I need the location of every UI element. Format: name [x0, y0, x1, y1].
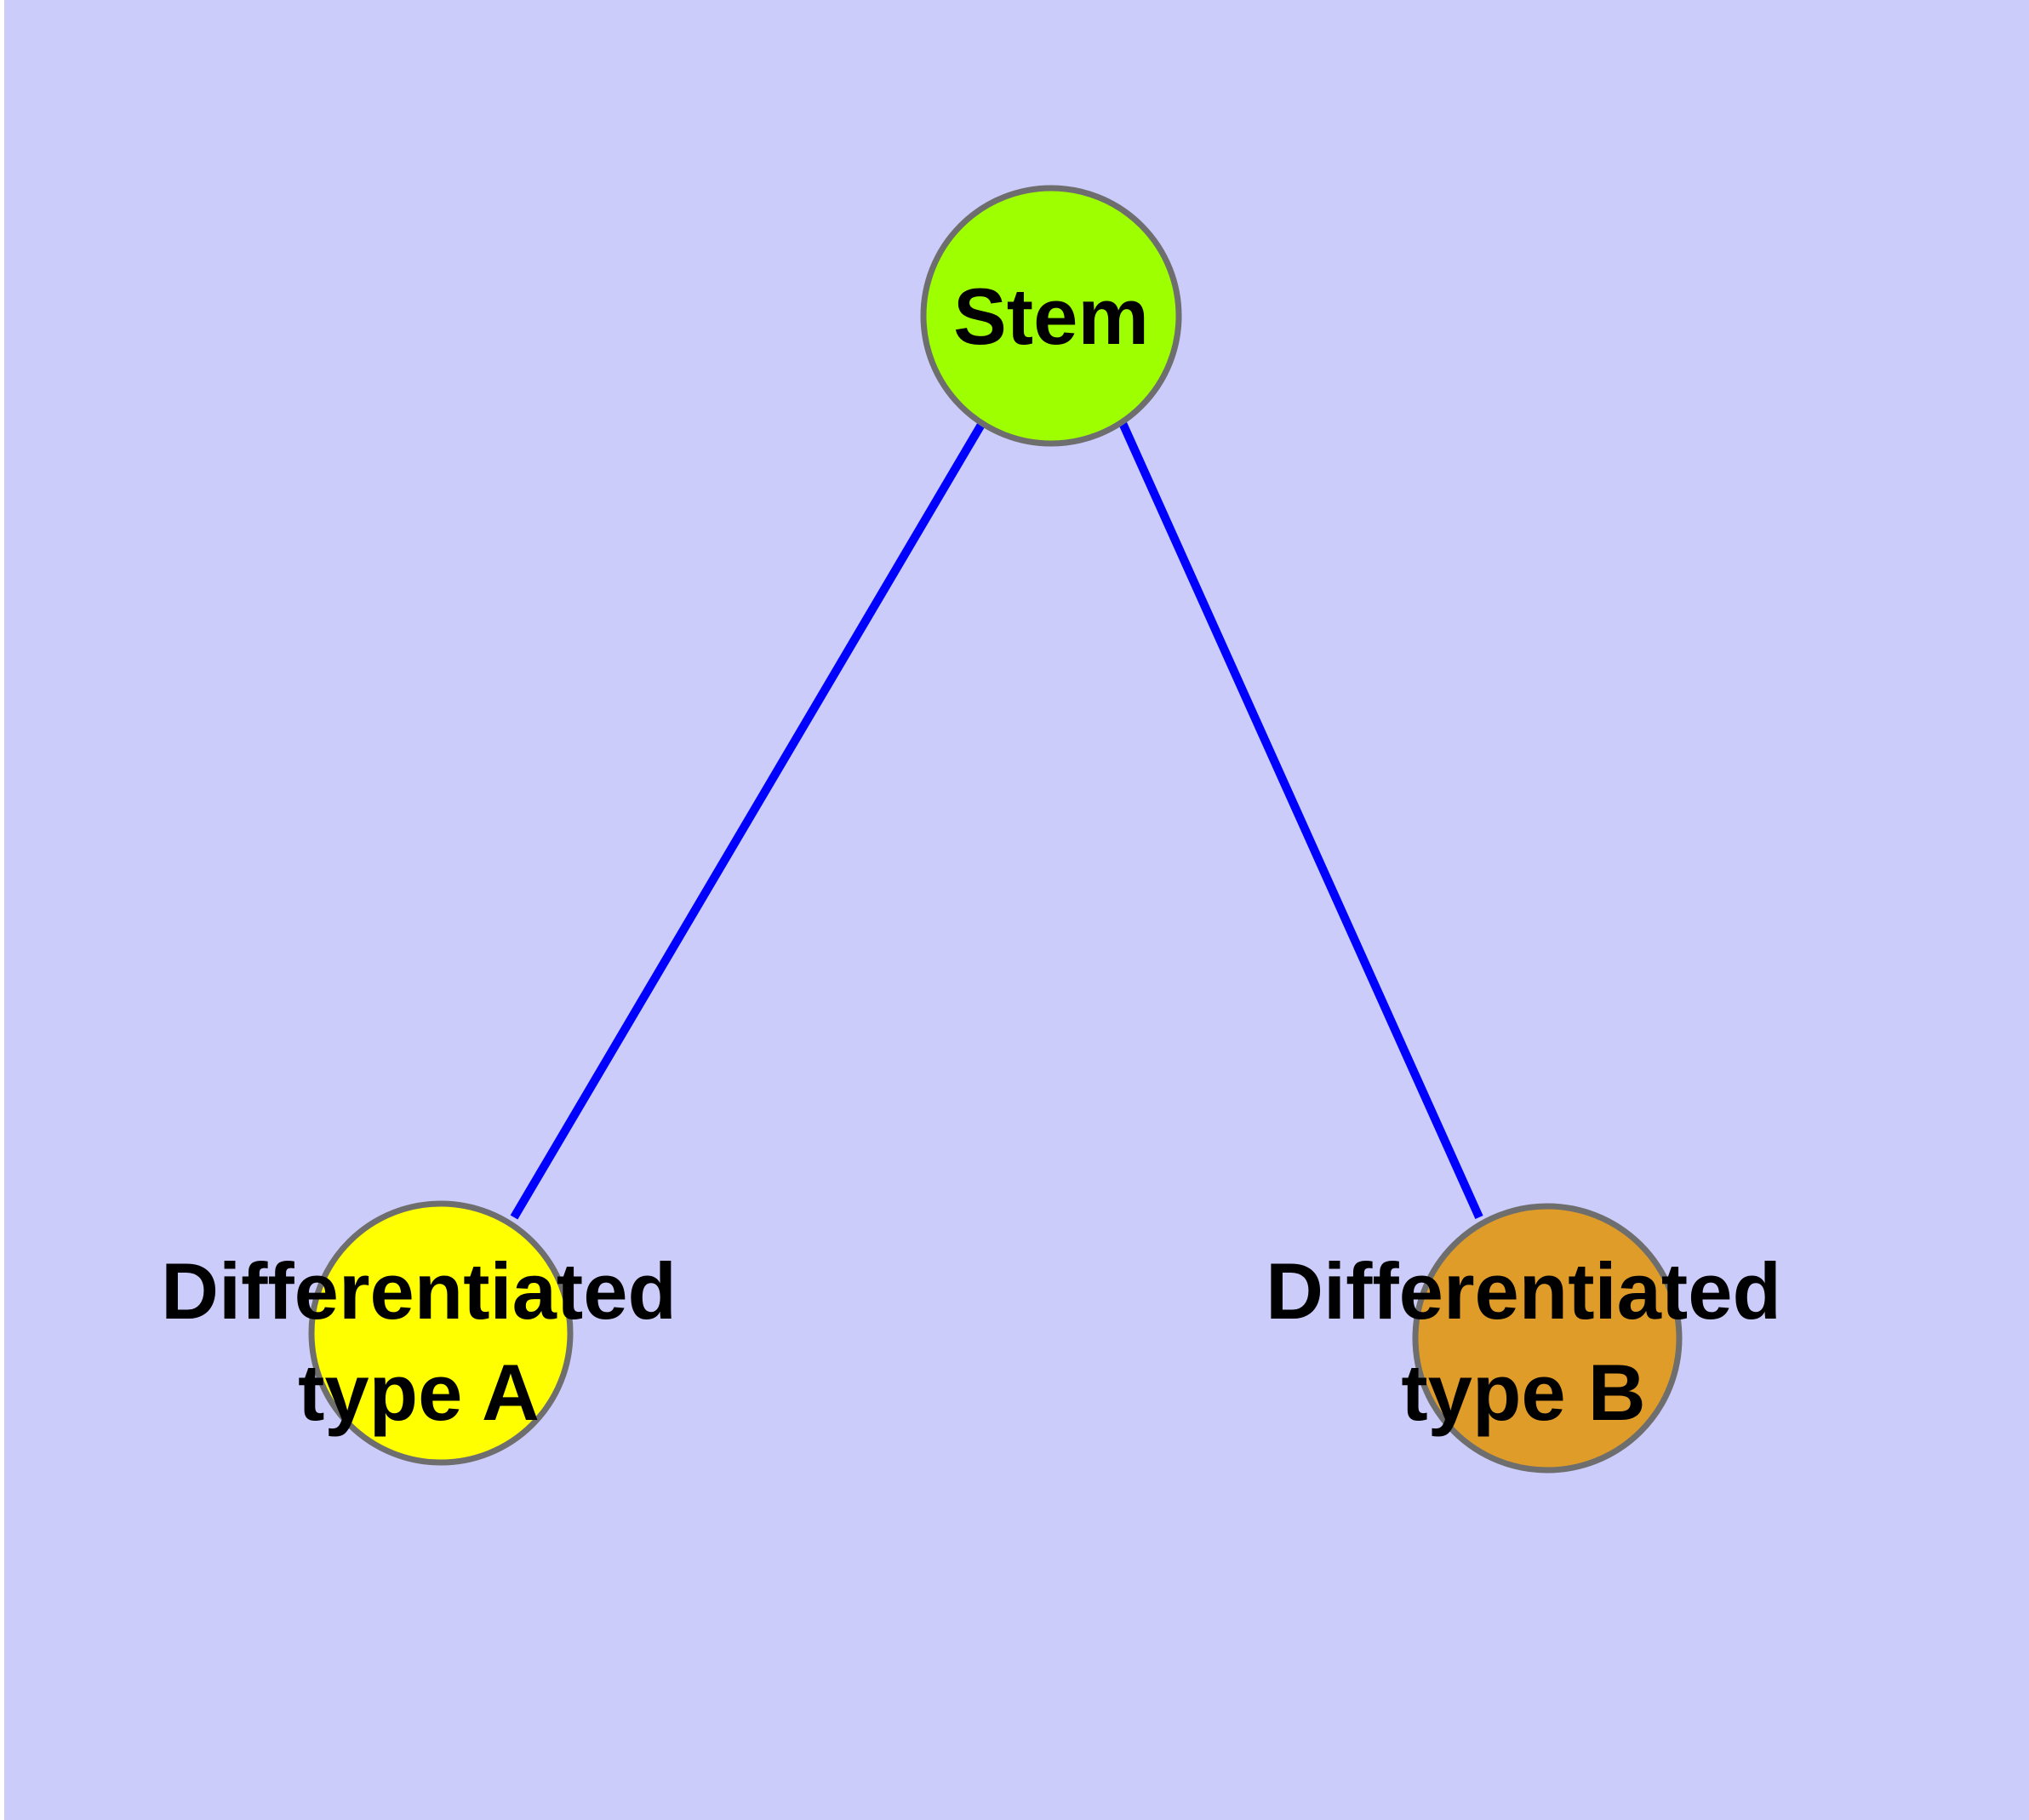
edges-layer — [510, 421, 1483, 1220]
node-label-line: type A — [298, 1348, 540, 1437]
node-label-diff_b: Differentiated type B — [1266, 1246, 1781, 1437]
node-label-stem: Stem — [953, 272, 1149, 361]
node-label-line: Stem — [953, 272, 1149, 361]
graph-node-stem[interactable] — [920, 185, 1182, 447]
node-label-diff_a: Differentiated type A — [161, 1246, 677, 1437]
node-label-line: Differentiated — [161, 1246, 677, 1336]
graph-node-diff_a[interactable] — [308, 1200, 574, 1466]
graph-node-diff_b[interactable] — [1412, 1203, 1683, 1474]
graph-edge-stem-to-diff-b[interactable] — [1118, 421, 1483, 1220]
node-label-line: type B — [1401, 1348, 1645, 1437]
node-label-line: Differentiated — [1266, 1246, 1781, 1336]
graph-edge-stem-to-diff-a[interactable] — [510, 421, 986, 1220]
nodes-layer — [308, 185, 1683, 1474]
